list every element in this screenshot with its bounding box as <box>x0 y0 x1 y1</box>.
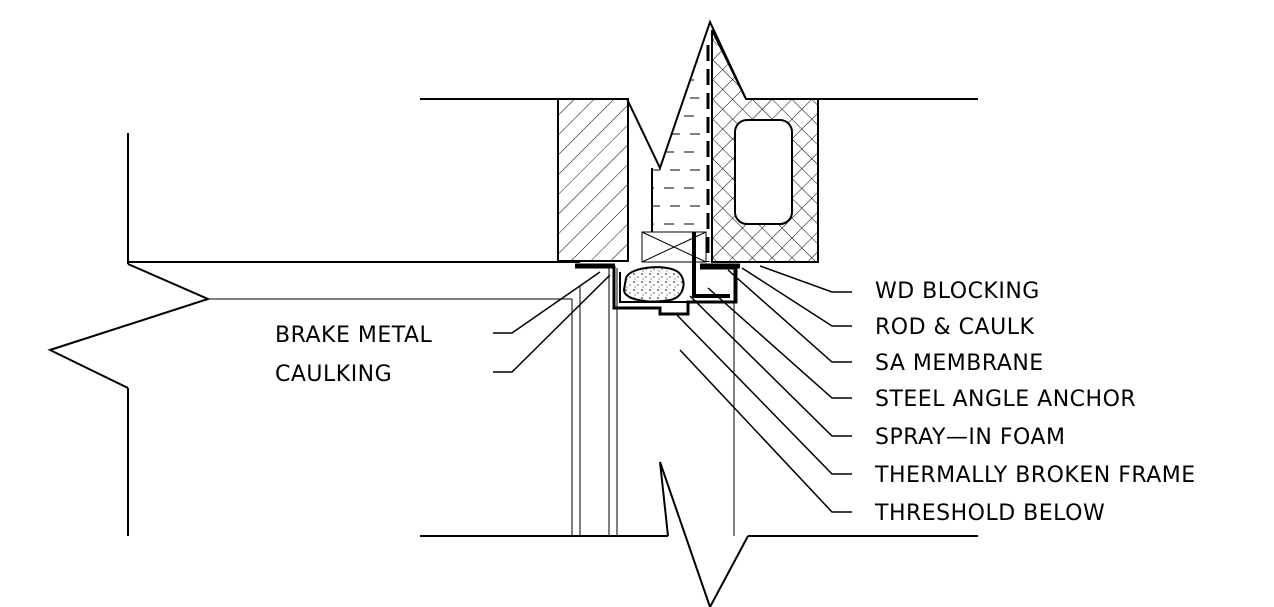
leaders-right <box>675 265 852 513</box>
frame-jamb-lines <box>608 268 735 536</box>
label-threshold-below: THRESHOLD BELOW <box>874 501 1105 526</box>
thermally-broken-frame <box>612 266 738 316</box>
label-spray-in-foam: SPRAY—IN FOAM <box>875 425 1065 450</box>
leaders-left <box>493 271 611 373</box>
break-line-bottom <box>659 461 749 607</box>
label-wd-blocking: WD BLOCKING <box>875 279 1040 304</box>
cmu-cell <box>734 119 793 225</box>
hatched-cladding <box>557 98 629 262</box>
door-leaf <box>47 133 581 536</box>
label-steel-angle-anchor: STEEL ANGLE ANCHOR <box>875 387 1136 412</box>
label-thermally-broken-frame: THERMALLY BROKEN FRAME <box>874 463 1196 488</box>
spray-foam <box>622 266 685 303</box>
wood-blocking <box>641 231 707 263</box>
label-caulking: CAULKING <box>275 362 392 387</box>
label-sa-membrane: SA MEMBRANE <box>875 351 1044 376</box>
label-rod-and-caulk: ROD & CAULK <box>875 315 1034 340</box>
label-brake-metal: BRAKE METAL <box>275 323 433 348</box>
insulation-layer <box>652 60 705 260</box>
